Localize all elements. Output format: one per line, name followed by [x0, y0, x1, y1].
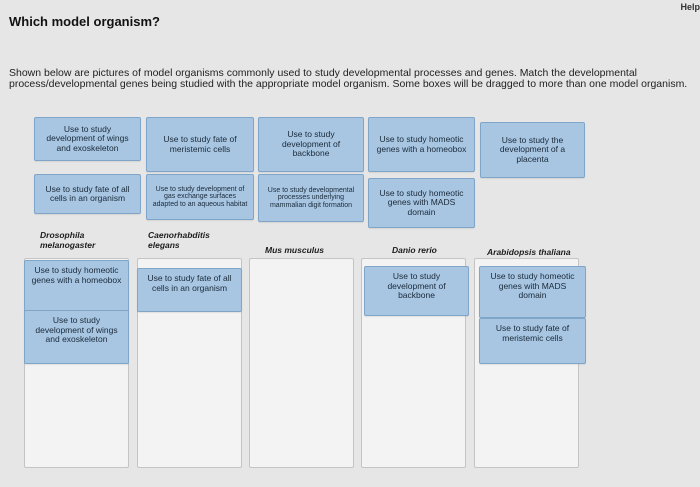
tile-homeotic-mads[interactable]: Use to study homeotic genes with MADS do… [368, 178, 475, 228]
column-heading-arabidopsis: Arabidopsis thaliana [487, 247, 571, 257]
tile-homeotic-homeobox[interactable]: Use to study homeotic genes with a homeo… [368, 117, 475, 172]
column-heading-drosophila: Drosophila melanogaster [40, 230, 96, 250]
placed-tile-drosophila-wings[interactable]: Use to study development of wings and ex… [24, 310, 129, 364]
tile-backbone[interactable]: Use to study development of backbone [258, 117, 364, 172]
instructions-text: Shown below are pictures of model organi… [9, 67, 688, 90]
placed-tile-drosophila-homeobox[interactable]: Use to study homeotic genes with a homeo… [24, 260, 129, 314]
tile-wings-exoskeleton[interactable]: Use to study development of wings and ex… [34, 117, 141, 161]
help-link[interactable]: Help [680, 2, 700, 12]
column-heading-danio-rerio: Danio rerio [392, 245, 437, 255]
placed-tile-arabidopsis-meristemic[interactable]: Use to study fate of meristemic cells [479, 318, 586, 364]
tile-placenta[interactable]: Use to study the development of a placen… [480, 122, 585, 178]
drop-zone-mus-musculus[interactable] [249, 258, 354, 468]
tile-meristemic-cells[interactable]: Use to study fate of meristemic cells [146, 117, 254, 172]
placed-tile-arabidopsis-mads[interactable]: Use to study homeotic genes with MADS do… [479, 266, 586, 318]
tile-digit-formation[interactable]: Use to study developmental processes und… [258, 174, 364, 222]
placed-tile-danio-backbone[interactable]: Use to study development of backbone [364, 266, 469, 316]
tile-gas-exchange[interactable]: Use to study development of gas exchange… [146, 174, 254, 220]
question-title: Which model organism? [9, 14, 160, 29]
placed-tile-c-elegans-fate[interactable]: Use to study fate of all cells in an org… [137, 268, 242, 312]
tile-fate-all-cells[interactable]: Use to study fate of all cells in an org… [34, 174, 141, 214]
column-heading-c-elegans: Caenorhabditis elegans [148, 230, 210, 250]
column-heading-mus-musculus: Mus musculus [265, 245, 325, 255]
